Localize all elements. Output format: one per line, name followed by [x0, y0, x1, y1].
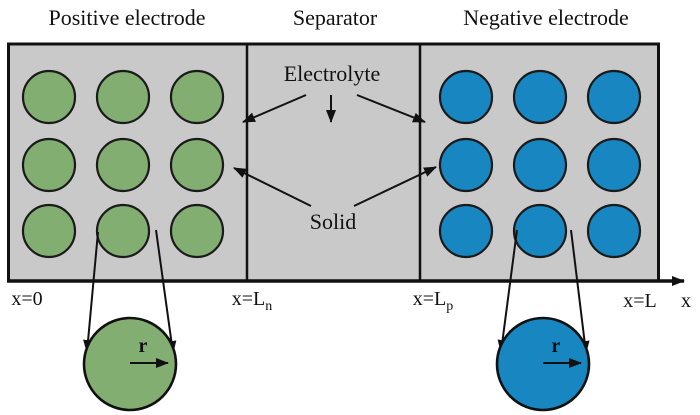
solid-arrow-right: [353, 166, 437, 207]
positive-particle: [95, 137, 151, 193]
axis-label-xlp: x=Lp: [412, 288, 454, 314]
positive-electrode-title: Positive electrode: [48, 5, 206, 30]
positive-radius-label: r: [138, 335, 148, 357]
positive-particle: [169, 137, 225, 193]
negative-zoom-cone-right: [570, 229, 590, 354]
negative-particle: [512, 69, 568, 125]
negative-zoom-cone-left: [497, 229, 518, 353]
solid-arrow-left: [233, 167, 312, 207]
separator-title: Separator: [292, 5, 378, 30]
electrolyte-label: Electrolyte: [283, 61, 381, 86]
positive-electrode-particles: [21, 69, 225, 259]
positive-particle: [95, 203, 151, 259]
solid-label: Solid: [309, 209, 357, 234]
positive-particle: [21, 69, 77, 125]
negative-particle: [438, 69, 494, 125]
axis-label-xln-prefix: x=L: [231, 288, 266, 310]
axis-label-xlp-prefix: x=L: [412, 288, 447, 310]
negative-particle: [512, 137, 568, 193]
electrolyte-arrow-right: [356, 94, 426, 123]
negative-particle: [438, 203, 494, 259]
positive-particle: [21, 137, 77, 193]
axis-label-xlp-sub: p: [446, 299, 454, 314]
negative-particle: [438, 137, 494, 193]
axis-label-xln: x=Ln: [231, 288, 273, 314]
negative-radius-label: r: [551, 335, 561, 357]
axis-label-xl: x=L: [623, 290, 657, 312]
axis-label-x0: x=0: [11, 288, 43, 310]
negative-particle: [586, 203, 642, 259]
negative-electrode-title: Negative electrode: [463, 5, 629, 30]
negative-electrode-particles: [438, 69, 642, 259]
negative-particle: [512, 203, 568, 259]
positive-particle: [169, 203, 225, 259]
axis-label-xln-sub: n: [265, 299, 273, 314]
axis-label-x: x: [681, 290, 691, 312]
positive-particle: [21, 203, 77, 259]
positive-zoom-cone-left: [83, 231, 99, 353]
positive-particle: [169, 69, 225, 125]
electrolyte-arrow-left: [242, 94, 307, 123]
positive-zoom-cone-right: [155, 229, 177, 354]
negative-particle: [586, 69, 642, 125]
negative-particle: [586, 137, 642, 193]
positive-particle: [95, 69, 151, 125]
